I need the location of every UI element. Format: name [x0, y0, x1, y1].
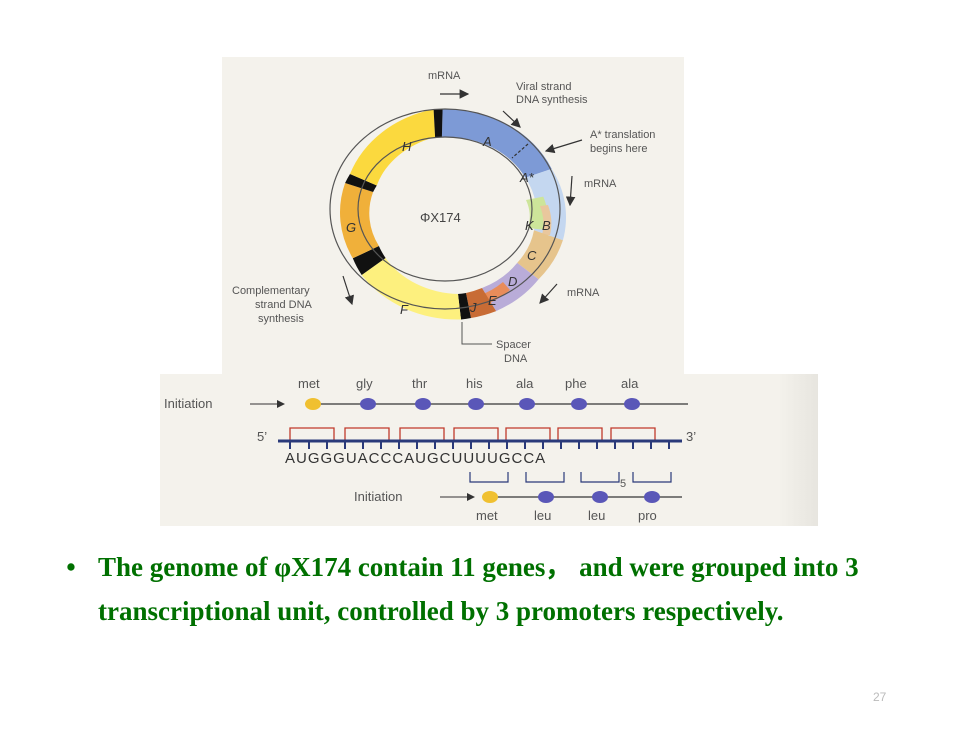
gene-label-f: F [400, 302, 409, 317]
gene-label-k: K [525, 218, 535, 233]
gene-segment-j [466, 288, 497, 318]
annot-a-star-1: A* translation [590, 129, 655, 141]
annot-complementary-2: strand DNA [255, 299, 313, 311]
bullet-marker: • [66, 552, 76, 582]
band-ha [433, 109, 443, 138]
gene-label-j: J [469, 300, 477, 315]
top-aa-dot-met [305, 398, 321, 410]
top-aa-label: his [466, 376, 483, 391]
annot-a-star-2: begins here [590, 143, 648, 155]
gene-label-c: C [527, 248, 537, 263]
gene-label-a: A [482, 134, 492, 149]
annot-complementary-3: synthesis [258, 313, 304, 325]
gene-label-a-star: A* [519, 170, 535, 185]
annot-viral-strand-1: Viral strand [516, 81, 571, 93]
gene-label-g: G [346, 220, 356, 235]
bottom-aa-dot-leu [538, 491, 554, 503]
top-aa-dot-his [468, 398, 484, 410]
gene-segment-c [517, 230, 563, 280]
bottom-aa-label: leu [588, 508, 605, 523]
spacer-segment [458, 293, 471, 320]
gene-segment-f [361, 258, 461, 320]
genome-center-label: ΦX174 [420, 210, 461, 225]
top-aa-dot-ala [519, 398, 535, 410]
top-aa-label: thr [412, 376, 428, 391]
top-aa-label: phe [565, 376, 587, 391]
five-mark: 5 [620, 478, 626, 490]
gene-label-b: B [542, 218, 551, 233]
top-aa-dot-thr [415, 398, 431, 410]
annot-mrna-top: mRNA [428, 70, 461, 82]
gene-label-h: H [402, 139, 412, 154]
gene-segment-a [441, 109, 552, 178]
five-prime-label: 5’ [257, 429, 267, 444]
initiation-top-label: Initiation [164, 396, 212, 411]
top-aa-dot-ala-2 [624, 398, 640, 410]
bullet-text: The genome of φX174 contain 11 genes， an… [98, 552, 859, 626]
gene-label-e: E [488, 293, 497, 308]
genome-ring [329, 108, 567, 320]
band-gh [345, 174, 377, 192]
three-prime-label: 3’ [686, 429, 696, 444]
initiation-bottom-label: Initiation [354, 489, 402, 504]
top-aa-dot-gly [360, 398, 376, 410]
overlap-diagram: Initiation met gly thr his ala phe ala 5… [164, 376, 696, 523]
bottom-aa-label: pro [638, 508, 657, 523]
bottom-aa-dot-leu-2 [592, 491, 608, 503]
band-fg [352, 246, 386, 275]
page-number: 27 [873, 690, 887, 704]
annot-viral-strand-2: DNA synthesis [516, 94, 588, 106]
bottom-aa-dot-pro [644, 491, 660, 503]
top-aa-label: gly [356, 376, 373, 391]
gene-segment-b [540, 205, 552, 235]
annot-spacer-1: Spacer [496, 339, 531, 351]
top-aa-label: met [298, 376, 320, 391]
annot-spacer-2: DNA [504, 353, 528, 365]
bottom-aa-label: leu [534, 508, 551, 523]
mrna-sequence: AUGGGUACCCAUGCUUUUGCCA [285, 450, 546, 467]
top-aa-label: ala [516, 376, 534, 391]
top-aa-dot-phe [571, 398, 587, 410]
top-aa-label: ala [621, 376, 639, 391]
annot-mrna-right: mRNA [584, 178, 617, 190]
annot-mrna-lower: mRNA [567, 287, 600, 299]
annot-complementary-1: Complementary [232, 285, 310, 297]
bottom-aa-label: met [476, 508, 498, 523]
gene-segment-h [350, 109, 436, 186]
gene-label-d: D [508, 274, 517, 289]
bottom-aa-dot-met [482, 491, 498, 503]
